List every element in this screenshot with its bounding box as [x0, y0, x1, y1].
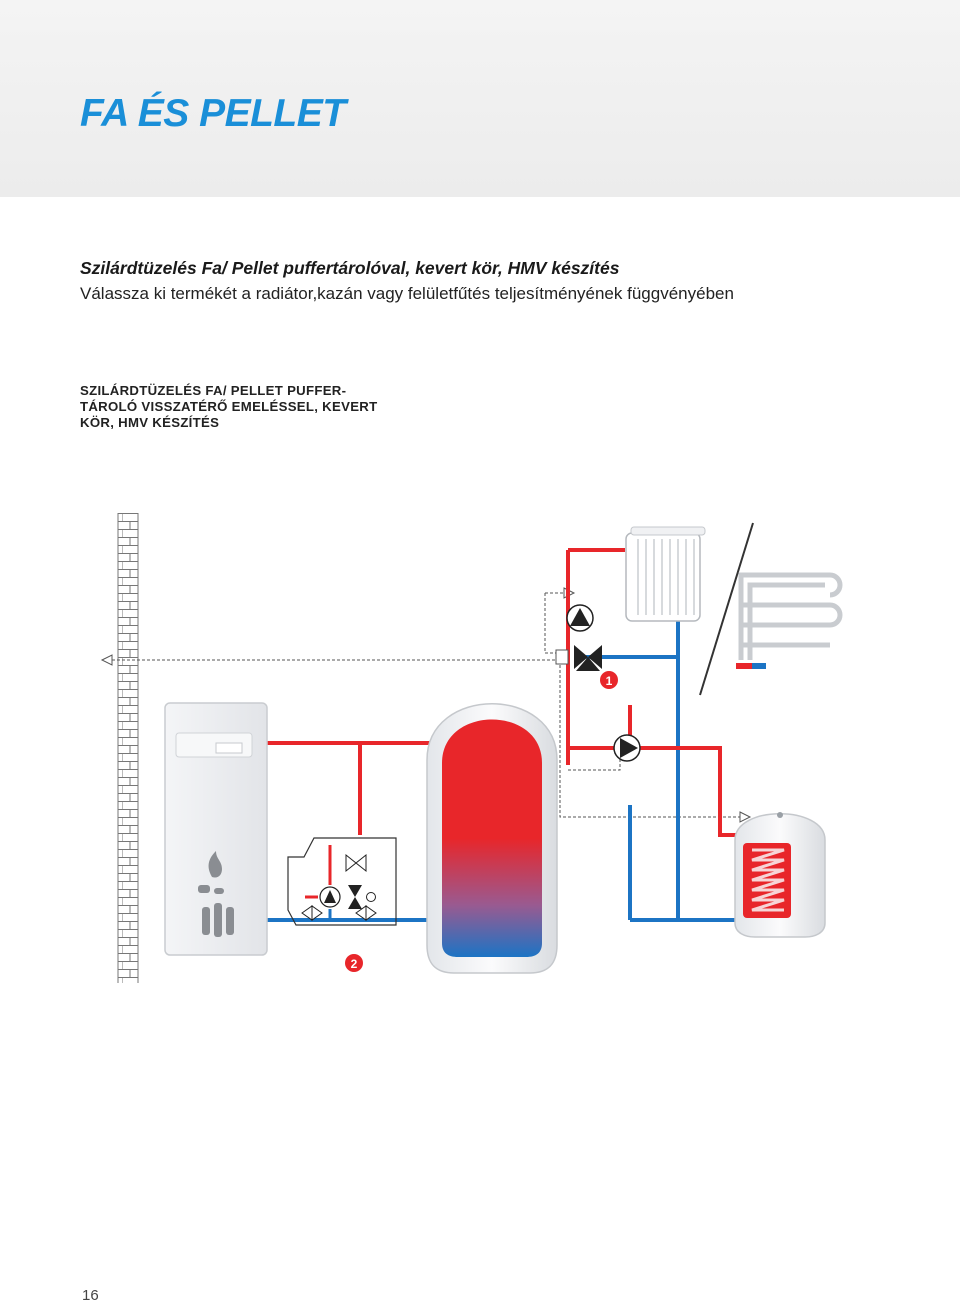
- firewood-icon: [202, 903, 234, 937]
- heating-circuit-pump-icon: [566, 604, 594, 632]
- buffer-tank: [426, 703, 558, 974]
- svg-text:2: 2: [351, 957, 358, 971]
- marker-1: 1: [600, 671, 618, 689]
- heating-schematic: 1 2: [100, 513, 843, 983]
- header-band: [0, 0, 960, 197]
- dhw-pump-icon: [613, 734, 641, 762]
- radiator: [625, 526, 706, 622]
- dhw-tank: [734, 812, 826, 938]
- wall: [117, 513, 139, 983]
- svg-text:1: 1: [606, 674, 613, 688]
- marker-2: 2: [345, 954, 363, 972]
- floor-heating-loop: [699, 522, 843, 696]
- flame-icon: [208, 851, 222, 878]
- subtitle: Szilárdtüzelés Fa/ Pellet puffertárolóva…: [80, 258, 620, 278]
- outdoor-sensor-icon: [100, 654, 113, 666]
- solid-fuel-boiler: [164, 702, 268, 956]
- page-title: FA ÉS PELLET: [80, 92, 346, 135]
- pellet-icon: [198, 885, 224, 894]
- page-number: 16: [82, 1287, 99, 1304]
- section-heading: SZILÁRDTÜZELÉS FA/ PELLET PUFFER-TÁROLÓ …: [80, 383, 378, 430]
- description: Válassza ki termékét a radiátor,kazán va…: [80, 284, 734, 303]
- flow-pipes: [265, 548, 738, 837]
- mixing-valve-icon: [555, 645, 602, 671]
- return-boost-group: [287, 837, 397, 926]
